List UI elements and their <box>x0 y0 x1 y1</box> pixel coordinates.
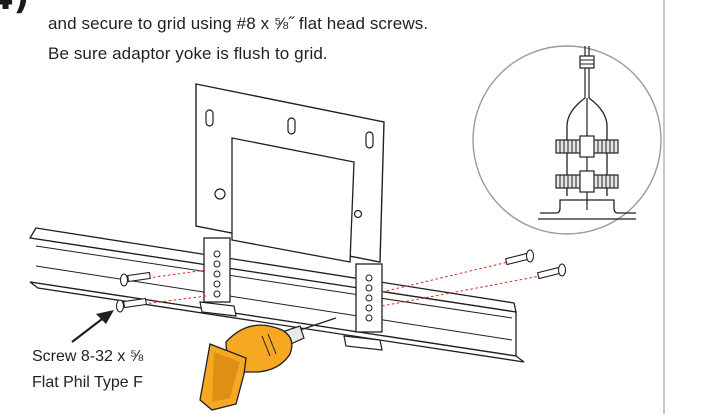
screw-callout-line-2: Flat Phil Type F <box>32 374 143 391</box>
instruction-line-2: Be sure adaptor yoke is flush to grid. <box>48 44 328 63</box>
screw-left-upper <box>119 271 151 287</box>
right-bracket <box>343 263 383 351</box>
power-drill <box>199 317 337 411</box>
detail-view-circle <box>472 45 662 235</box>
grid-t-bar <box>28 227 525 363</box>
screw-callout-line-1: Screw 8-32 x ⅝ <box>32 348 144 365</box>
screw-guide-lines <box>143 261 541 307</box>
callout-arrow <box>71 310 114 343</box>
detail-screw-lower <box>555 170 619 193</box>
right-margin-rule <box>663 0 665 414</box>
step-number: 4) <box>0 0 29 18</box>
screw-left-lower <box>115 297 147 313</box>
screw-right-lower <box>536 263 567 280</box>
detail-screw-upper <box>555 135 619 158</box>
screw-right-upper <box>504 249 535 266</box>
adaptor-yoke-plate <box>195 83 385 263</box>
instruction-line-1: and secure to grid using #8 x ⅝˝ flat he… <box>48 14 429 33</box>
left-bracket <box>199 237 237 317</box>
